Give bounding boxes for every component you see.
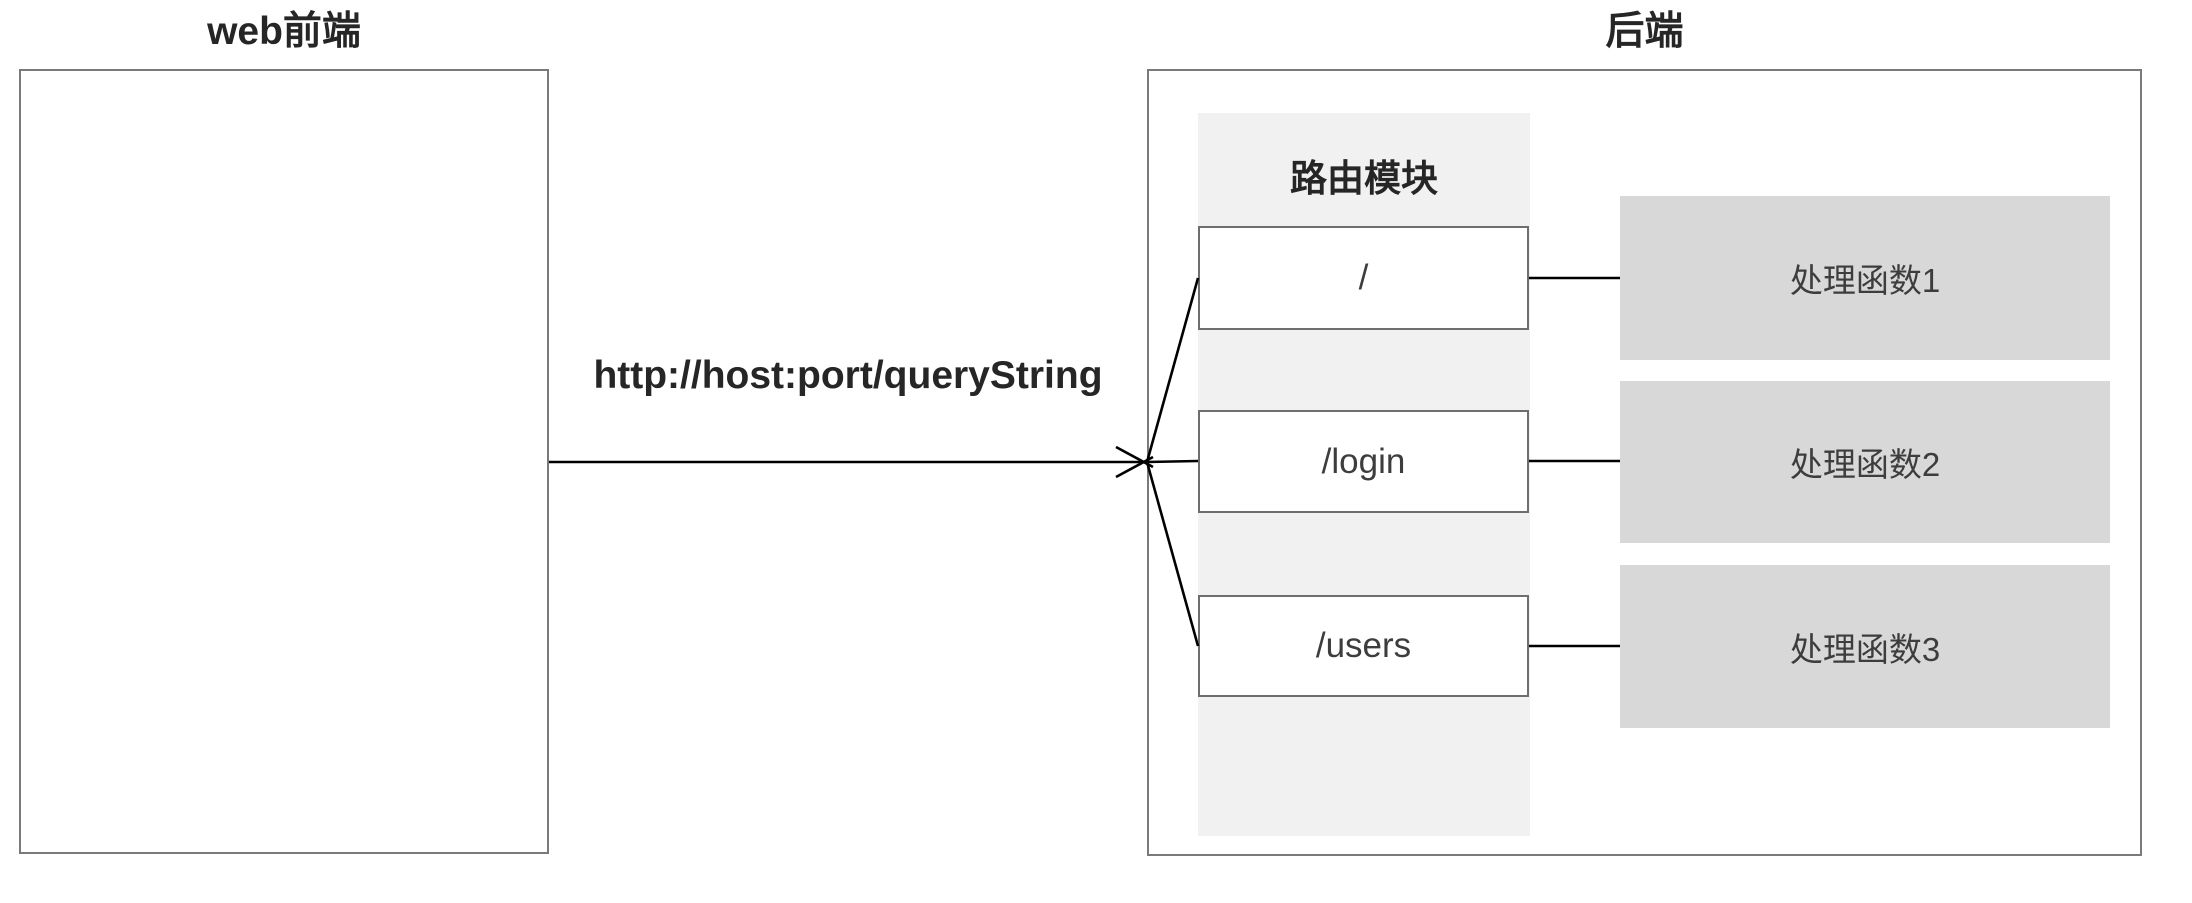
frontend-panel-title: web前端 (207, 10, 361, 53)
handler-box-3: 处理函数3 (1620, 565, 2110, 728)
route-item-login: /login (1198, 410, 1529, 513)
handler-box-2: 处理函数2 (1620, 381, 2110, 543)
frontend-panel (19, 69, 549, 854)
request-arrow (549, 445, 1154, 479)
request-url-label: http://host:port/queryString (593, 354, 1103, 397)
route-item-users: /users (1198, 595, 1529, 697)
route-item-root: / (1198, 226, 1529, 330)
backend-panel-title: 后端 (1605, 10, 1684, 53)
router-module-title: 路由模块 (1290, 158, 1438, 199)
handler-box-1: 处理函数1 (1620, 196, 2110, 360)
